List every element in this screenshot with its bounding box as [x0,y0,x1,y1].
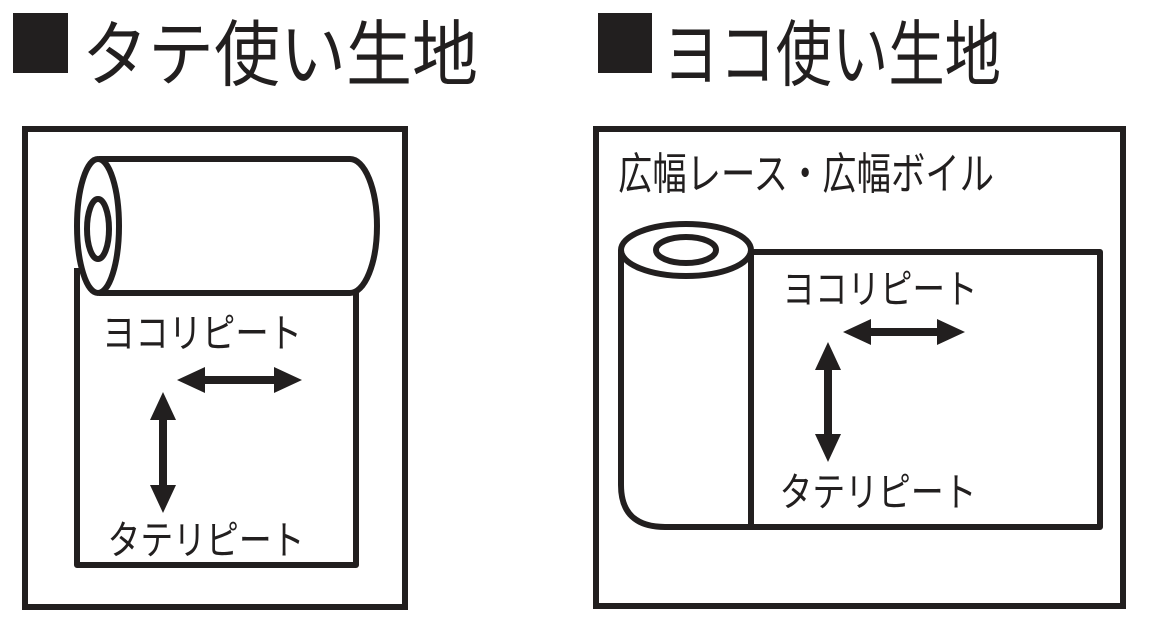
right-panel-title: ヨコ使い生地 [663,16,1001,96]
right-fabric-roll-body [618,250,754,530]
right-vertical-repeat-arrow-icon [815,342,841,462]
left-horizontal-repeat-arrow-icon [177,367,302,393]
right-panel-subtitle: 広幅レース・広幅ボイル [618,150,994,199]
right-horizontal-repeat-arrow-icon [843,319,965,345]
right-vertical-repeat-label: タテリピート [780,471,977,515]
left-roll-core-hole [84,196,112,262]
left-horizontal-repeat-label: ヨコリピート [102,312,302,356]
left-fabric-sheet [74,268,359,568]
left-vertical-repeat-arrow-icon [150,392,176,513]
left-panel: タテ使い生地 ヨコリピート タテリピート [13,13,478,610]
right-horizontal-repeat-label: ヨコリピート [783,268,978,312]
left-panel-title: タテ使い生地 [82,16,478,96]
right-roll-core-hole [653,234,719,266]
left-vertical-repeat-label: タテリピート [108,519,305,563]
right-title-bullet-square-icon [598,13,652,73]
right-panel: ヨコ使い生地 広幅レース・広幅ボイル ヨコリピート [593,13,1126,609]
right-fabric-sheet [748,249,1103,530]
left-fabric-roll-body [99,156,380,296]
left-title-bullet-square-icon [13,13,68,73]
